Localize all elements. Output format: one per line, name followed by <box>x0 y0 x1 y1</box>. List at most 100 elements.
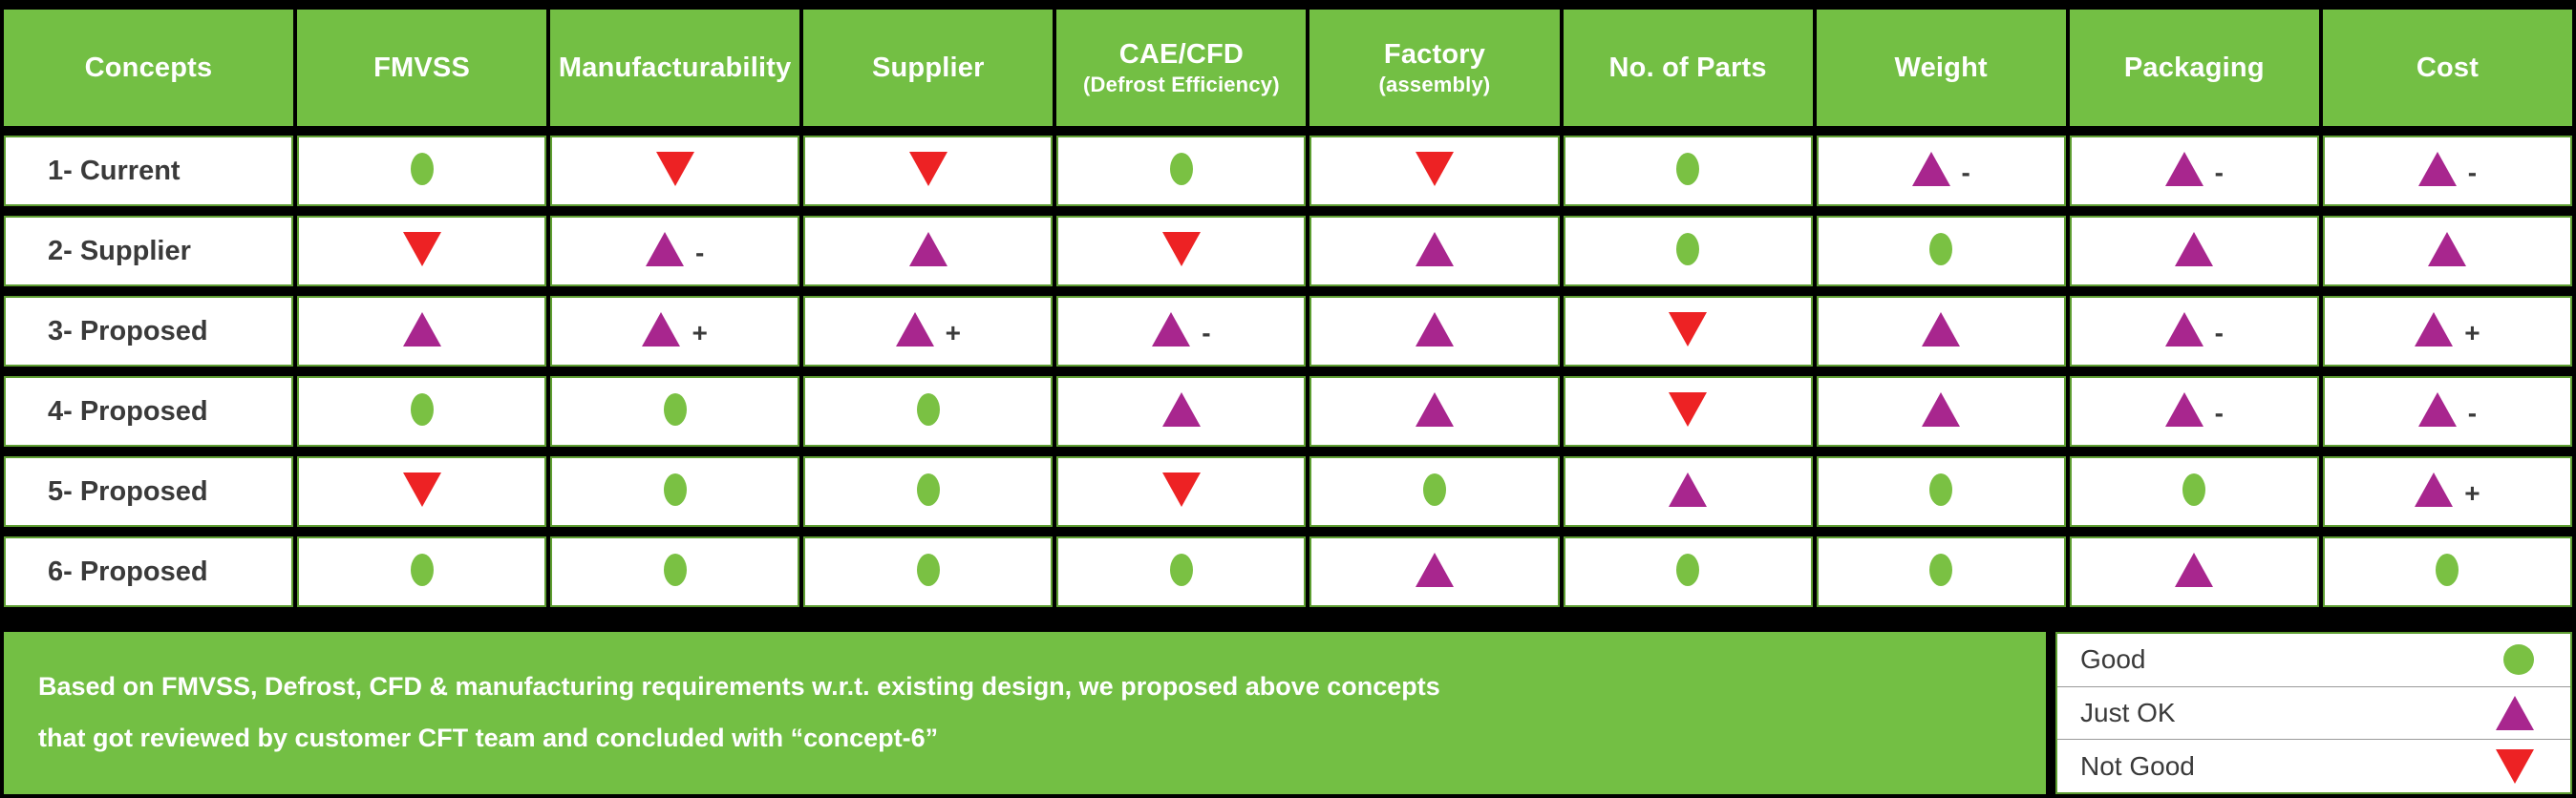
rating-marker: - <box>2417 391 2478 428</box>
rating-cell <box>1816 216 2066 286</box>
concept-name-cell: 3- Proposed <box>4 296 293 367</box>
rating-cell: - <box>2069 376 2319 447</box>
rating-marker <box>1422 472 1446 506</box>
rating-marker: + <box>642 311 708 346</box>
purple-up-triangle-icon <box>2175 231 2214 266</box>
table-row: 5- Proposed + <box>4 456 2572 527</box>
rating-marker <box>410 392 434 426</box>
rating-cell <box>1056 456 1307 527</box>
concept-name-cell: 2- Supplier <box>4 216 293 286</box>
rating-marker <box>1161 391 1201 427</box>
purple-up-triangle-icon <box>2175 552 2214 587</box>
column-header-fmvss: FMVSS <box>297 10 547 126</box>
purple-up-triangle-icon <box>646 231 684 266</box>
column-header-label: Packaging <box>2123 52 2265 83</box>
rating-modifier: - <box>2467 397 2478 428</box>
rating-marker <box>916 553 940 586</box>
table-row: 2- Supplier - <box>4 216 2572 286</box>
green-circle-icon <box>410 553 434 586</box>
summary-note-line-1: Based on FMVSS, Defrost, CFD & manufactu… <box>38 672 1440 701</box>
green-circle-icon <box>1169 553 1193 586</box>
green-circle-icon <box>1929 553 1953 586</box>
green-circle-icon <box>663 553 687 586</box>
rating-cell <box>1056 376 1307 447</box>
rating-marker <box>1415 552 1454 587</box>
purple-up-triangle-icon <box>1922 391 1961 427</box>
rating-marker <box>410 152 434 185</box>
purple-up-triangle-icon <box>2415 472 2454 507</box>
column-header-label: Weight <box>1894 52 1988 83</box>
legend-item-icon <box>2496 696 2534 730</box>
column-header-label: Manufacturability <box>558 52 792 83</box>
legend-item-label: Not Good <box>2080 750 2195 781</box>
column-header-label: FMVSS <box>373 52 470 83</box>
rating-marker <box>2436 553 2459 586</box>
rating-cell <box>2069 216 2319 286</box>
rating-marker: - <box>1152 311 1211 346</box>
rating-cell <box>803 456 1054 527</box>
rating-modifier: - <box>695 237 705 267</box>
column-header-weight: Weight <box>1816 10 2066 126</box>
purple-up-triangle-icon <box>1669 472 1708 507</box>
concept-name-cell: 1- Current <box>4 136 293 206</box>
table-row: 3- Proposed++--+ <box>4 296 2572 367</box>
purple-up-triangle-icon <box>2164 311 2203 346</box>
rating-cell: + <box>550 296 800 367</box>
footer-area: Based on FMVSS, Defrost, CFD & manufactu… <box>4 632 2572 794</box>
rating-marker <box>1415 311 1454 346</box>
rating-marker <box>1415 391 1454 427</box>
rating-marker <box>1415 231 1454 266</box>
rating-cell: - <box>2069 136 2319 206</box>
red-down-triangle-icon <box>908 151 947 186</box>
rating-cell: + <box>2322 456 2572 527</box>
red-down-triangle-icon <box>655 151 694 186</box>
rating-cell <box>803 536 1054 607</box>
legend-item: Good <box>2057 634 2570 687</box>
red-down-triangle-icon <box>402 472 441 507</box>
rating-cell <box>803 136 1054 206</box>
rating-cell: + <box>803 296 1054 367</box>
rating-modifier: - <box>2214 157 2224 187</box>
green-circle-icon <box>1929 472 1953 506</box>
rating-cell: - <box>2069 296 2319 367</box>
rating-modifier: - <box>1961 157 1970 187</box>
purple-up-triangle-icon <box>2417 151 2457 186</box>
rating-marker <box>1676 152 1700 185</box>
purple-up-triangle-icon <box>402 311 441 346</box>
rating-marker <box>2182 472 2206 506</box>
rating-cell <box>297 296 547 367</box>
rating-marker: - <box>2417 151 2477 186</box>
rating-modifier: - <box>2214 317 2224 347</box>
rating-marker <box>908 151 947 186</box>
rating-marker <box>1161 472 1201 507</box>
rating-marker <box>1929 232 1953 265</box>
rating-cell <box>297 456 547 527</box>
rating-marker <box>663 392 687 426</box>
rating-cell <box>1309 216 1560 286</box>
rating-cell <box>2069 536 2319 607</box>
green-circle-icon <box>916 472 940 506</box>
legend-item-label: Just OK <box>2080 698 2176 727</box>
rating-marker <box>1669 391 1708 427</box>
legend-item-icon <box>2503 644 2534 676</box>
column-header-no-of-parts: No. of Parts <box>1563 10 1813 126</box>
rating-marker <box>1676 553 1700 586</box>
green-circle-icon <box>1676 553 1700 586</box>
rating-cell <box>297 216 547 286</box>
rating-cell <box>1563 296 1813 367</box>
rating-marker <box>1161 231 1201 266</box>
purple-up-triangle-icon <box>2164 151 2203 186</box>
purple-up-triangle-icon <box>642 311 681 346</box>
column-header-label: No. of Parts <box>1608 52 1767 83</box>
rating-marker <box>663 553 687 586</box>
purple-up-triangle-icon <box>1415 231 1454 266</box>
rating-cell <box>1816 296 2066 367</box>
rating-marker <box>410 553 434 586</box>
rating-marker <box>1929 472 1953 506</box>
legend-item: Not Good <box>2057 740 2570 792</box>
column-header-supplier: Supplier <box>803 10 1054 126</box>
concept-name-cell: 5- Proposed <box>4 456 293 527</box>
rating-cell: - <box>2322 376 2572 447</box>
